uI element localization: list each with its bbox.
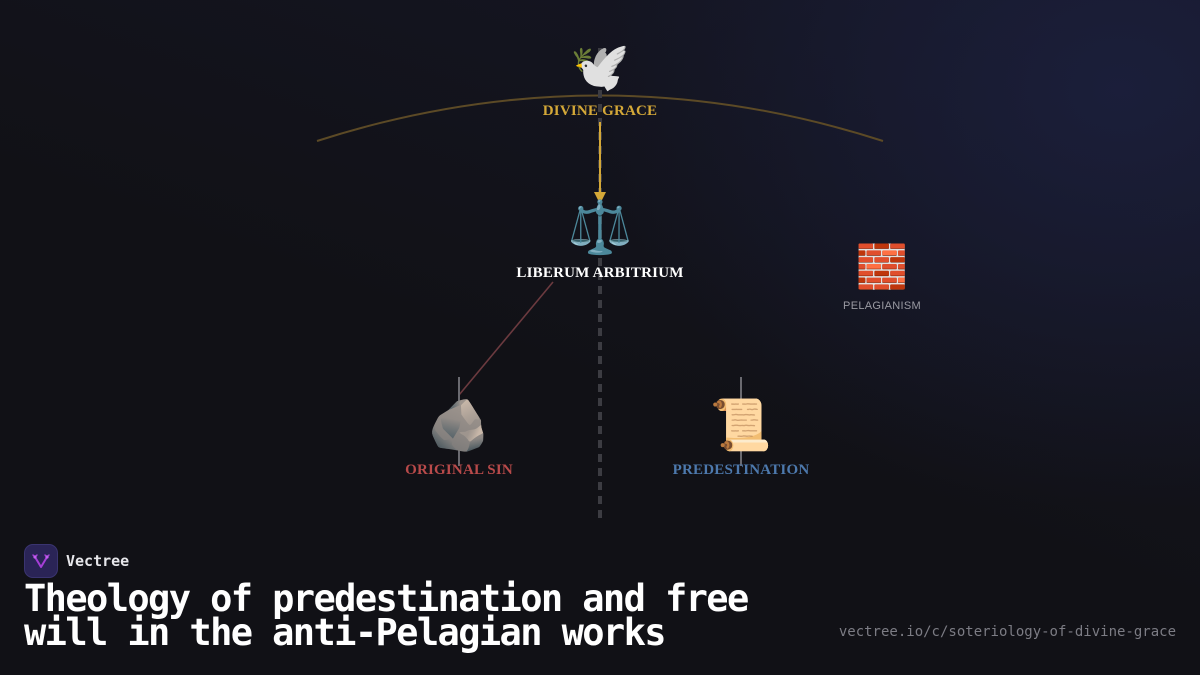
rock-icon: 🪨	[427, 397, 491, 453]
node-original-sin[interactable]: 🪨 ORIGINAL SIN	[405, 400, 513, 479]
node-label: ORIGINAL SIN	[405, 462, 513, 478]
dove-icon: 🕊️	[570, 41, 630, 94]
source-url[interactable]: vectree.io/c/soteriology-of-divine-grace	[838, 624, 1176, 640]
node-label: LIBERUM ARBITRIUM	[516, 265, 684, 281]
balance-scale-icon: ⚖️	[567, 199, 633, 257]
node-label: PELAGIANISM	[843, 300, 921, 312]
brick-wall-icon: 🧱	[855, 243, 909, 290]
scroll-icon: 📜	[709, 397, 773, 453]
node-divine-grace[interactable]: 🕊️ DIVINE GRACE	[543, 44, 658, 120]
node-liberum-arbitrium[interactable]: ⚖️ LIBERUM ARBITRIUM	[516, 202, 683, 282]
arrowhead-grace-to-will	[594, 192, 606, 204]
brand[interactable]: Vectree	[24, 544, 129, 578]
node-label: PREDESTINATION	[672, 462, 810, 478]
node-pelagianism[interactable]: 🧱 PELAGIANISM	[843, 243, 921, 313]
vectree-logo-icon	[24, 544, 58, 578]
node-predestination[interactable]: 📜 PREDESTINATION	[673, 400, 810, 479]
edge-will-to-sin	[458, 281, 554, 396]
brand-name: Vectree	[66, 552, 130, 570]
page-title: Theology of predestination and free will…	[24, 577, 749, 654]
node-label: DIVINE GRACE	[542, 103, 658, 119]
